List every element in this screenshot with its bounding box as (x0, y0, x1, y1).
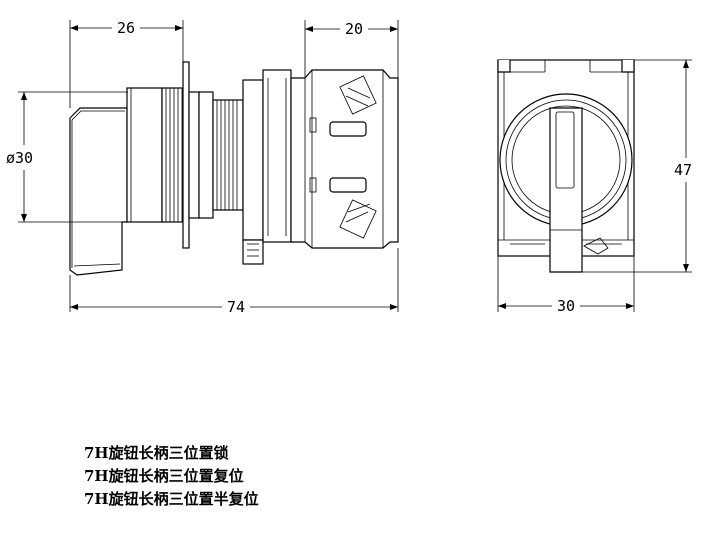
dimension-20: 20 (345, 20, 363, 38)
dimension-74: 74 (227, 298, 245, 316)
caption-lock: 7H旋钮长柄三位置锁 (84, 444, 229, 462)
thread-lines (216, 100, 238, 210)
caption-half-reset: 7H旋钮长柄三位置半复位 (84, 490, 259, 508)
caption-reset: 7H旋钮长柄三位置复位 (84, 467, 244, 485)
dimension-30-width: 30 (557, 297, 575, 315)
terminal-screw-bottom (339, 199, 377, 239)
dimension-26: 26 (117, 19, 135, 37)
side-view (69, 61, 399, 276)
front-view (497, 59, 635, 273)
dimension-47: 47 (674, 161, 692, 179)
terminal-screw-top (339, 75, 377, 115)
caption-list: 7H旋钮长柄三位置锁 7H旋钮长柄三位置复位 7H旋钮长柄三位置半复位 (84, 442, 259, 511)
knurling (165, 88, 183, 222)
dimension-diameter-30: ø30 (6, 149, 33, 167)
